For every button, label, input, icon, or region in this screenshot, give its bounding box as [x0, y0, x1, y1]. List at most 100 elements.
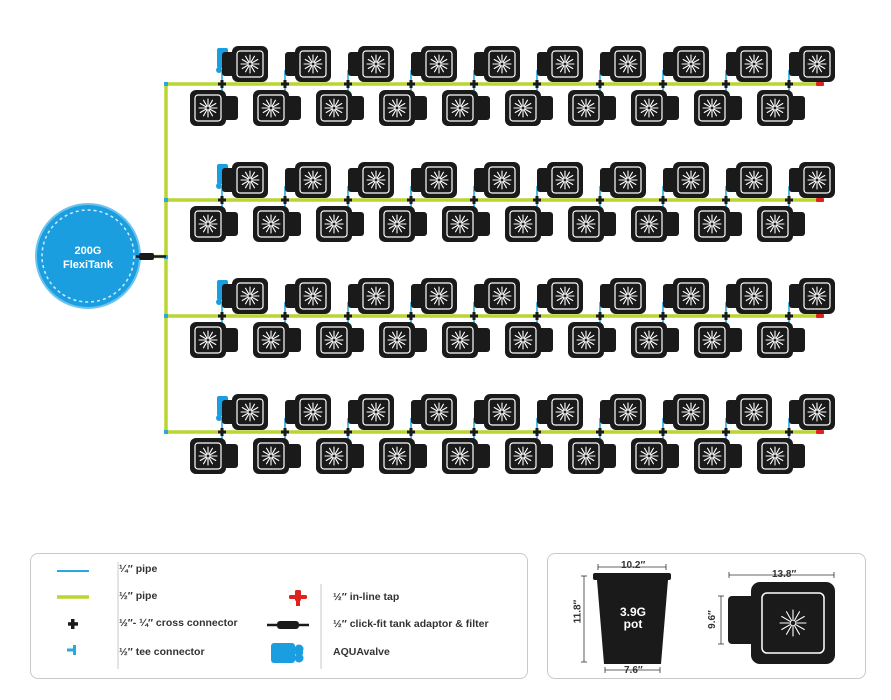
drip-ring-icon [807, 402, 827, 422]
pot-unit [442, 90, 490, 126]
drip-ring-icon [555, 170, 575, 190]
drip-ring-icon [387, 98, 407, 118]
pot-unit [190, 322, 238, 358]
drip-ring-icon [240, 54, 260, 74]
pot-unit [694, 90, 742, 126]
drip-ring-icon [429, 286, 449, 306]
pot-unit [316, 322, 364, 358]
pot-unit [222, 278, 268, 314]
pot-unit [726, 394, 772, 430]
pot-size-line2: pot [623, 617, 643, 631]
drip-ring-icon [681, 170, 701, 190]
cross-connector-icon [659, 312, 667, 320]
pot-unit [505, 206, 553, 242]
pot-unit [222, 46, 268, 82]
pipe-legend: ¼″ pipe ½″ pipe ½″- ¼″ cross connector ½… [30, 553, 528, 679]
pot-unit [663, 278, 709, 314]
pot-unit [190, 438, 238, 474]
pot-unit [411, 162, 457, 198]
drip-ring-icon [807, 54, 827, 74]
pot-unit [222, 394, 268, 430]
pot-unit [789, 278, 835, 314]
pot-unit [285, 278, 331, 314]
cross-connector-icon [722, 80, 730, 88]
cross-connector-icon [281, 196, 289, 204]
legend-inline-tap-label: ½″ in-line tap [333, 591, 400, 603]
cross-connector-icon [596, 428, 604, 436]
drip-ring-icon [765, 98, 785, 118]
drip-ring-icon [576, 214, 596, 234]
drip-ring-icon [387, 446, 407, 466]
pot-unit [694, 438, 742, 474]
drip-ring-icon [366, 286, 386, 306]
pot-unit [631, 438, 679, 474]
cross-connector-icon [218, 312, 226, 320]
pot-unit [537, 46, 583, 82]
cross-connector-icon [533, 80, 541, 88]
pot-unit [285, 394, 331, 430]
tank-label-line1: 200G [75, 245, 102, 257]
pot-unit [379, 322, 427, 358]
drip-ring-icon [513, 98, 533, 118]
pot-unit [568, 90, 616, 126]
tee-connector-icon [164, 82, 168, 86]
cross-connector-icon [659, 80, 667, 88]
cross-connector-icon [281, 428, 289, 436]
drip-ring-icon [387, 214, 407, 234]
drip-ring-icon [261, 98, 281, 118]
drip-ring-icon [807, 170, 827, 190]
drip-ring-icon [744, 286, 764, 306]
cross-connector-icon [281, 312, 289, 320]
pot-unit [348, 162, 394, 198]
pot-unit [474, 46, 520, 82]
pot-unit [505, 90, 553, 126]
drip-ring-icon [765, 446, 785, 466]
drip-ring-icon [765, 330, 785, 350]
drip-ring-icon [513, 446, 533, 466]
drip-ring-icon [261, 214, 281, 234]
cross-connector-icon [785, 80, 793, 88]
drip-ring-icon [198, 330, 218, 350]
cross-connector-icon [407, 312, 415, 320]
pot-unit [316, 206, 364, 242]
drip-ring-icon [618, 54, 638, 74]
pot-unit [537, 162, 583, 198]
pot-unit [631, 206, 679, 242]
cross-connector-icon [596, 312, 604, 320]
drip-ring-icon [807, 286, 827, 306]
cross-connector-icon [407, 196, 415, 204]
drip-ring-icon [492, 54, 512, 74]
drip-ring-icon [576, 446, 596, 466]
pot-size-label: 3.9G pot [610, 606, 656, 630]
pot-unit [789, 394, 835, 430]
cross-connector-icon [344, 196, 352, 204]
drip-ring-icon [366, 54, 386, 74]
aquavalve-icon [271, 643, 304, 663]
pot-unit [348, 394, 394, 430]
pot-unit [600, 394, 646, 430]
drip-ring-icon [702, 214, 722, 234]
cross-connector-icon [344, 312, 352, 320]
pot-unit [789, 162, 835, 198]
tee-connector-icon [67, 645, 76, 655]
drip-ring-icon [702, 330, 722, 350]
cross-connector-icon [218, 80, 226, 88]
pot-unit [190, 90, 238, 126]
drip-ring-icon [555, 286, 575, 306]
pot-unit [663, 394, 709, 430]
pot-unit [442, 206, 490, 242]
drip-ring-icon [576, 98, 596, 118]
drip-ring-icon [198, 98, 218, 118]
dimensions-legend: 10.2″ 11.8″ 7.6″ 3.9G pot 13.8″ 9.6″ [547, 553, 866, 679]
drip-ring-icon [429, 402, 449, 422]
drip-ring-icon [366, 402, 386, 422]
drip-ring-icon [387, 330, 407, 350]
flexitank: 200G FlexiTank [35, 203, 141, 309]
drip-ring-icon [303, 286, 323, 306]
tee-connector-icon [164, 430, 168, 434]
pot-unit [379, 90, 427, 126]
drip-ring-icon [555, 402, 575, 422]
tray-icon [728, 582, 835, 664]
cross-connector-icon [533, 428, 541, 436]
